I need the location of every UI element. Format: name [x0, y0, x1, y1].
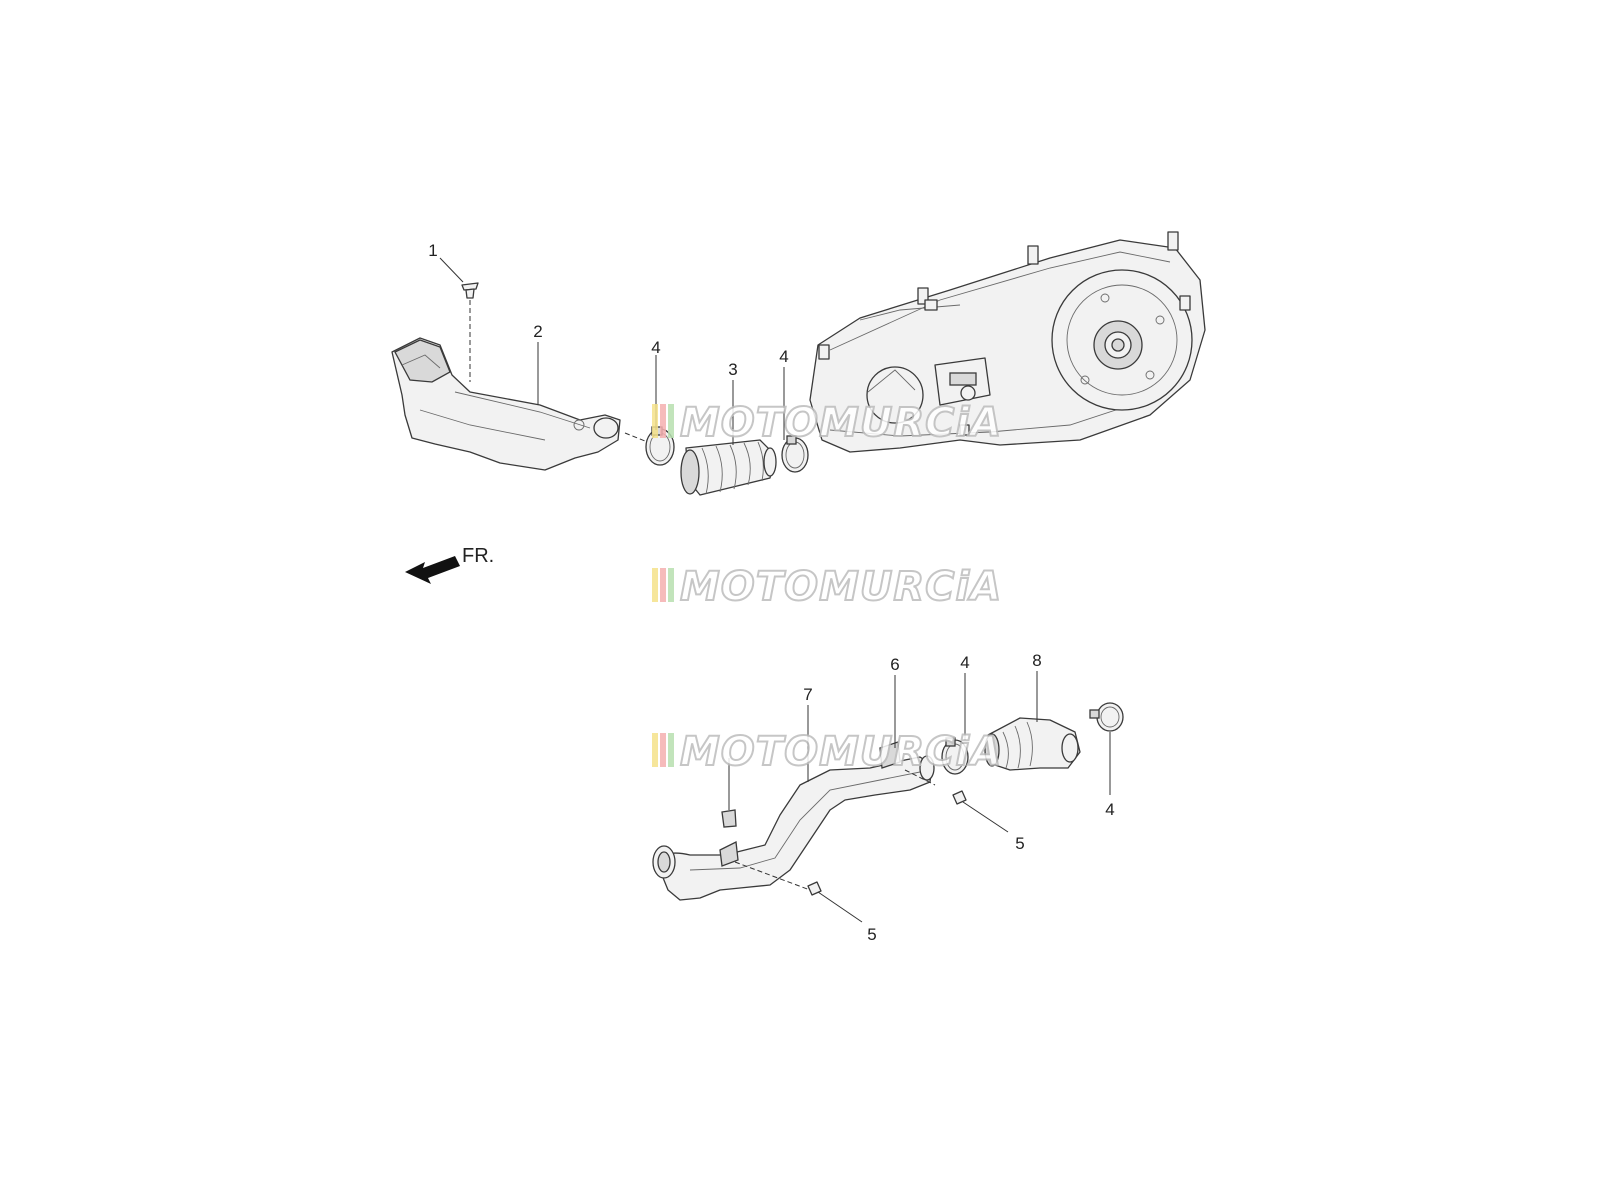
svg-text:MOTOMURCiA: MOTOMURCiA	[680, 400, 1002, 446]
callout-7: 7	[803, 685, 812, 704]
screw-part-5-lower	[807, 881, 822, 896]
screw-part-1	[461, 282, 479, 382]
callout-numbers: 1 2 3 4 4 4 4 5 5 6 7 8	[428, 241, 1114, 944]
callout-8: 8	[1032, 651, 1041, 670]
transmission-cover	[809, 231, 1206, 453]
front-label: FR.	[462, 545, 494, 567]
hose-clamp-part-4-upper-right	[781, 435, 809, 473]
watermark-middle: MOTOMURCiA	[652, 563, 1002, 611]
watermark-bottom: MOTOMURCiA	[652, 728, 1002, 776]
callout-2: 2	[533, 322, 542, 341]
callout-3: 3	[728, 360, 737, 379]
callout-4-lower-left: 4	[960, 653, 969, 672]
long-duct-part-7	[652, 741, 936, 901]
callout-6: 6	[890, 655, 899, 674]
svg-text:MOTOMURCiA: MOTOMURCiA	[680, 564, 1002, 610]
bellows-elbow-part-8	[984, 717, 1081, 771]
bellows-hose-part-3	[680, 439, 777, 496]
hose-clamp-part-4-lower-left	[941, 737, 969, 775]
hose-clamp-part-4-lower-right	[1089, 702, 1124, 732]
callout-4-upper-left: 4	[651, 338, 660, 357]
svg-text:MOTOMURCiA: MOTOMURCiA	[680, 729, 1002, 775]
callout-5-upper: 5	[1015, 834, 1024, 853]
watermark-top: MOTOMURCiA	[652, 399, 1002, 447]
callout-4-upper-right: 4	[779, 347, 788, 366]
screw-part-5-upper	[952, 790, 967, 805]
intake-duct-part-2	[391, 337, 621, 471]
front-arrow-icon	[405, 556, 460, 584]
callout-5-lower: 5	[867, 925, 876, 944]
front-direction-indicator: FR.	[405, 545, 494, 584]
clip-nut	[721, 758, 737, 828]
hose-clamp-part-4-upper-left	[624, 426, 675, 466]
callout-1: 1	[428, 241, 437, 260]
callout-4-lower-right: 4	[1105, 800, 1114, 819]
